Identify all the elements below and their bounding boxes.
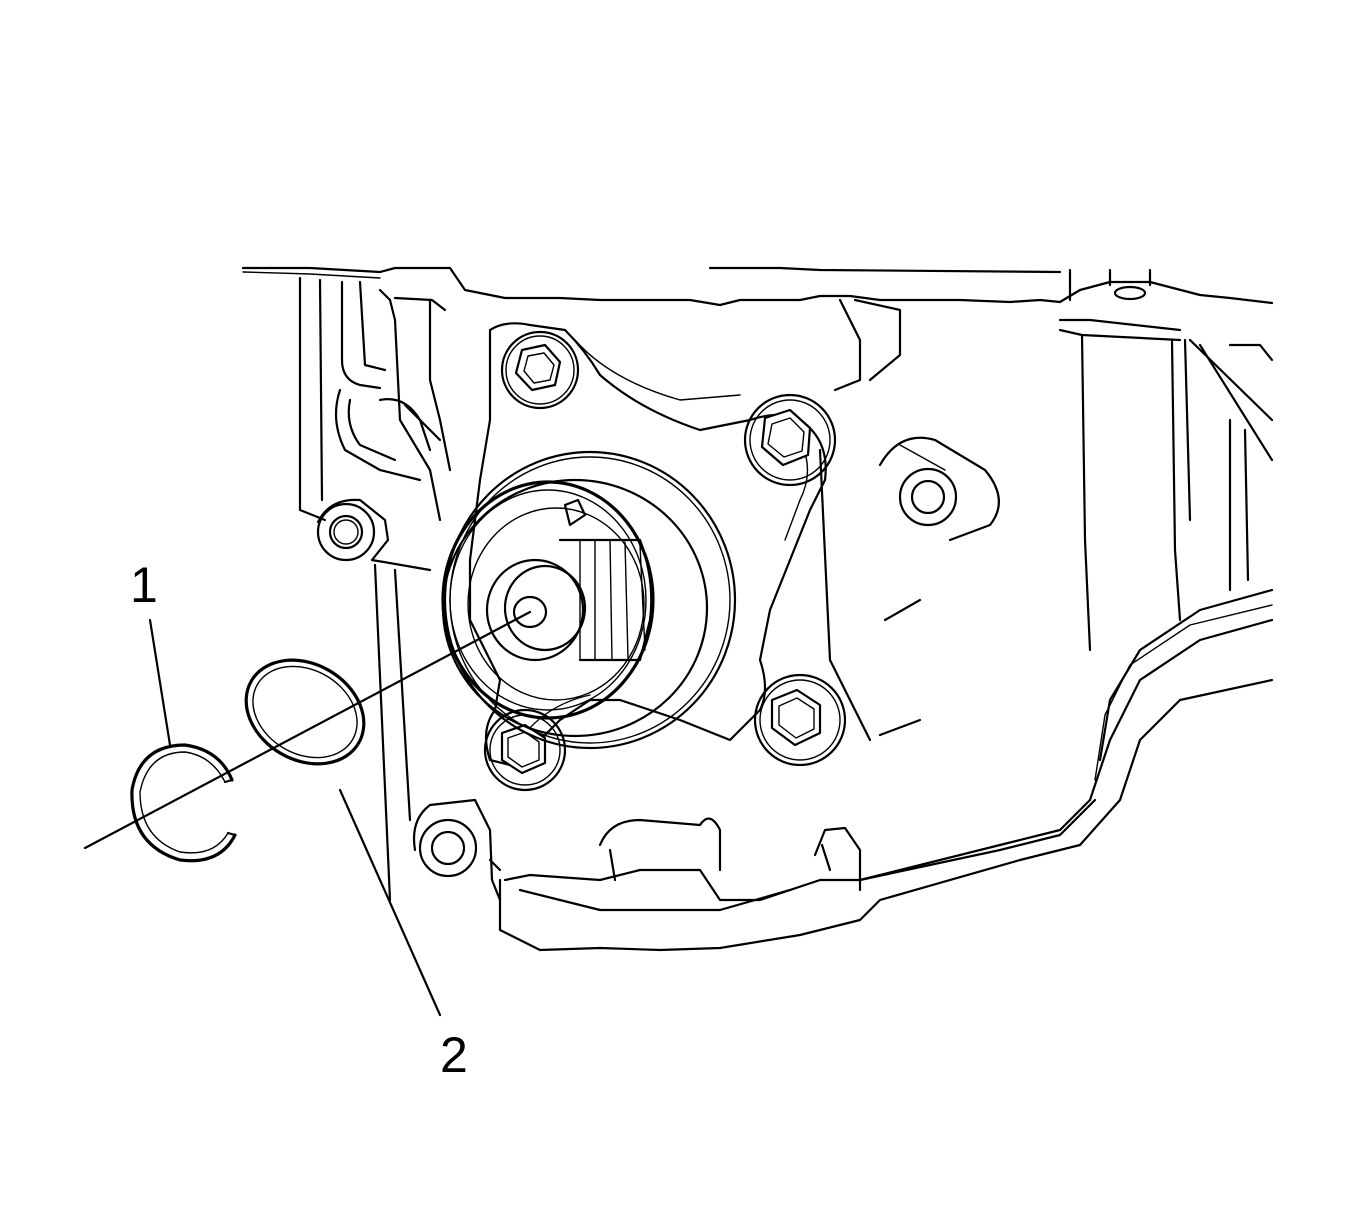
housing-left-side [298,276,452,902]
output-shaft-assembly [441,450,737,750]
callout-leaders [148,618,442,1017]
callout-label-2: 2 [440,1027,468,1083]
housing-bottom-edge [412,588,1274,952]
mounting-flange [468,322,847,792]
leader-1 [148,618,172,747]
housing-right-side [818,298,1274,742]
snap-ring [130,743,237,863]
housing-top-edge [241,266,1274,307]
callout-label-1: 1 [130,557,158,613]
leader-2 [338,788,442,1017]
seal-ring [244,658,366,766]
assembly-axis-line [83,610,532,850]
